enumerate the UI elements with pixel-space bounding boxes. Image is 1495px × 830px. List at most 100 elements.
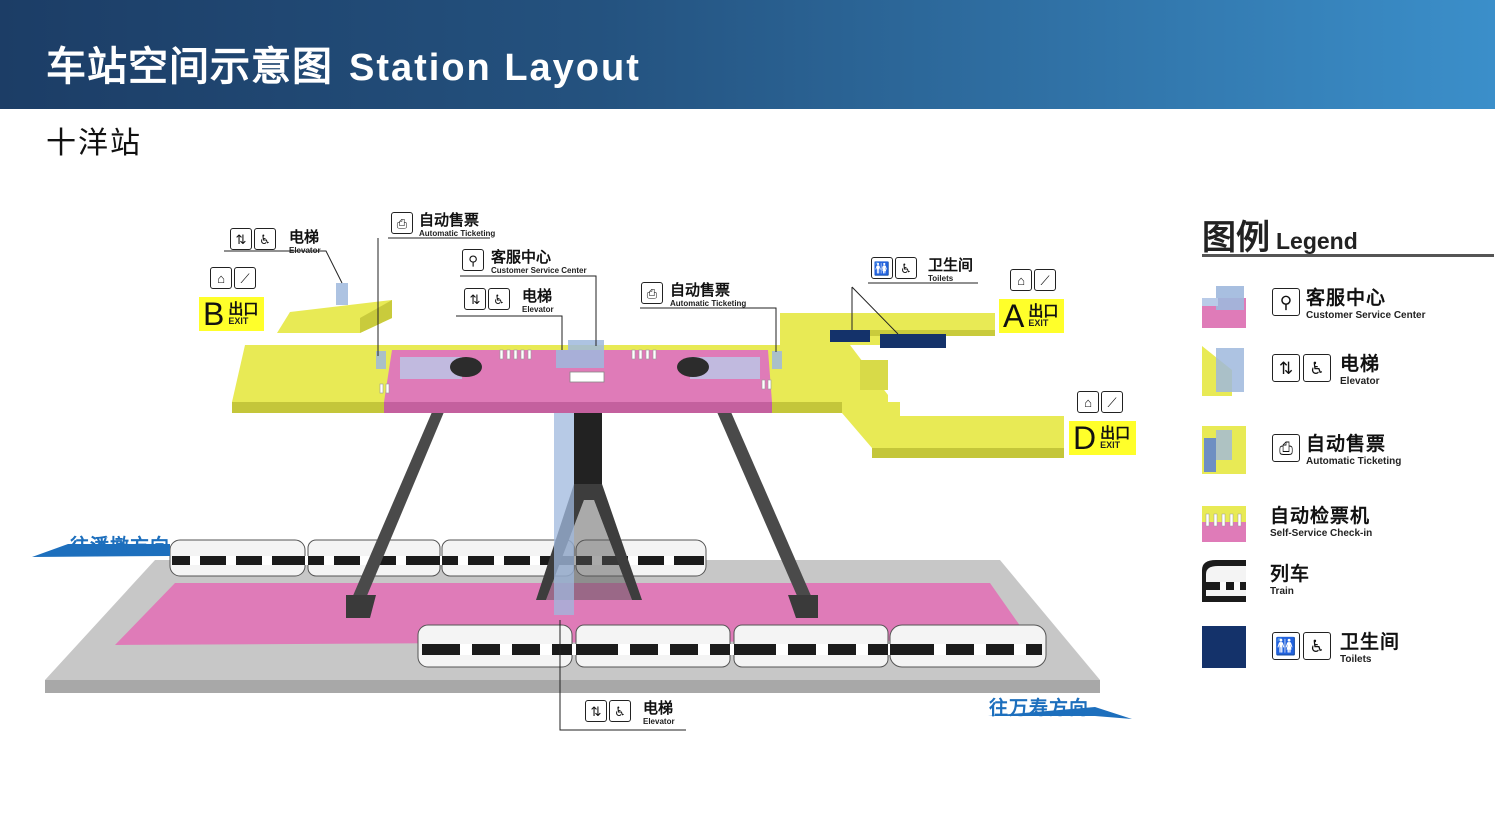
page-title: 车站空间示意图 Station Layout (46, 34, 641, 92)
stairs-icon: ⌂ (210, 267, 232, 289)
exit-a-letter: A (1003, 298, 1025, 334)
legend-divider (1202, 254, 1494, 257)
stairs-icon: ⌂ (1010, 269, 1032, 291)
service-center-en: Customer Service Center (491, 266, 587, 275)
service-counter-icon: ⚲ (1272, 288, 1300, 316)
exit-b-letter: B (203, 296, 225, 332)
exit-b-facility-icons: ⌂⟋ (210, 267, 256, 289)
elevator-icon: ⇅ (464, 288, 486, 310)
direction-left-label: 往潘墩方向 (70, 536, 171, 557)
wheelchair-icon: ♿ (254, 228, 276, 250)
escalator-icon: ⟋ (1101, 391, 1123, 413)
legend-title-en: Legend (1276, 228, 1358, 254)
station-name: 十洋站 (46, 127, 142, 160)
legend-swatch-toilets (1202, 626, 1246, 668)
elevator-bottom-icons: ⇅♿ (585, 700, 631, 722)
ticketing-left-zh: 自动售票 (419, 212, 480, 229)
exit-d-zh: 出口 (1100, 425, 1131, 442)
elevator-center-en: Elevator (522, 305, 554, 314)
exit-d-en: EXIT (1100, 440, 1121, 450)
concourse (232, 283, 1064, 458)
direction-right-label: 往万寿方向 (989, 698, 1090, 719)
elevator-icon: ⇅ (1272, 354, 1300, 382)
elevator-center-icons: ⇅♿ (464, 288, 510, 310)
toilets-zh: 卫生间 (928, 257, 974, 274)
legend-swatch-elevator (1202, 346, 1244, 396)
wheelchair-icon: ♿ (1303, 354, 1331, 382)
legend-swatch-gates (1202, 506, 1246, 542)
service-center-icons: ⚲ (462, 249, 484, 271)
legend-label-zh: 电梯 (1340, 354, 1381, 375)
exit-d-letter: D (1073, 420, 1097, 456)
header-bar: 车站空间示意图 Station Layout (0, 0, 1495, 109)
exit-b-zh: 出口 (228, 301, 259, 318)
legend-label-zh: 列车 (1270, 564, 1311, 585)
exit-d-facility-icons: ⌂⟋ (1077, 391, 1123, 413)
toilets-icon: 🚻 (871, 257, 893, 279)
legend-label-en: Customer Service Center (1306, 310, 1426, 321)
elevator-bottom-en: Elevator (643, 717, 675, 726)
title-zh: 车站空间示意图 (46, 45, 333, 89)
toilets-icon: 🚻 (1272, 632, 1300, 660)
ticketing-left-icons: ⎙ (391, 212, 413, 234)
legend-label-en: Elevator (1340, 376, 1380, 387)
legend-swatch-ticketing (1202, 426, 1246, 474)
legend-label-zh: 客服中心 (1306, 288, 1387, 309)
legend-title-zh: 图例 (1202, 219, 1270, 257)
legend-label-en: Automatic Ticketing (1306, 456, 1402, 467)
legend-label-zh: 卫生间 (1340, 632, 1401, 653)
toilets-en: Toilets (928, 274, 954, 283)
elevator-top-left-icons: ⇅♿ (230, 228, 276, 250)
elevator-icon: ⇅ (585, 700, 607, 722)
toilets-icons: 🚻♿ (871, 257, 917, 279)
exit-a-zh: 出口 (1028, 303, 1059, 320)
elevator-shaft (554, 410, 574, 615)
exit-a-facility-icons: ⌂⟋ (1010, 269, 1056, 291)
legend-swatch-service-center (1202, 286, 1246, 328)
legend-label-en: Train (1270, 586, 1294, 597)
elevator-top-left-zh: 电梯 (289, 229, 320, 246)
elevator-icon: ⇅ (230, 228, 252, 250)
elevator-center-zh: 电梯 (522, 288, 553, 305)
service-center-zh: 客服中心 (491, 249, 552, 266)
exit-a-en: EXIT (1028, 318, 1049, 328)
service-counter-icon: ⚲ (462, 249, 484, 271)
exit-b-en: EXIT (228, 316, 249, 326)
title-en: Station Layout (349, 47, 641, 89)
legend-label-zh: 自动检票机 (1270, 506, 1371, 527)
wheelchair-icon: ♿ (609, 700, 631, 722)
escalator-icon: ⟋ (234, 267, 256, 289)
arrow-right-shape (988, 707, 1132, 719)
legend-label-zh: 自动售票 (1306, 434, 1387, 455)
elevator-bottom-zh: 电梯 (643, 700, 674, 717)
platform-front-edge (45, 680, 1100, 693)
ticket-machine-icon: ⎙ (641, 282, 663, 304)
legend-label-en: Toilets (1340, 654, 1372, 665)
stairs-icon: ⌂ (1077, 391, 1099, 413)
ticket-machine-icon: ⎙ (1272, 434, 1300, 462)
legend-label-en: Self-Service Check-in (1270, 528, 1373, 539)
wheelchair-icon: ♿ (488, 288, 510, 310)
elevator-top-left-en: Elevator (289, 246, 321, 255)
ticketing-right-en: Automatic Ticketing (670, 299, 747, 308)
wheelchair-icon: ♿ (895, 257, 917, 279)
escalator-icon: ⟋ (1034, 269, 1056, 291)
arrow-left-shape (32, 544, 170, 557)
train-front-row (417, 624, 1047, 668)
ticketing-right-icons: ⎙ (641, 282, 663, 304)
wheelchair-icon: ♿ (1303, 632, 1331, 660)
